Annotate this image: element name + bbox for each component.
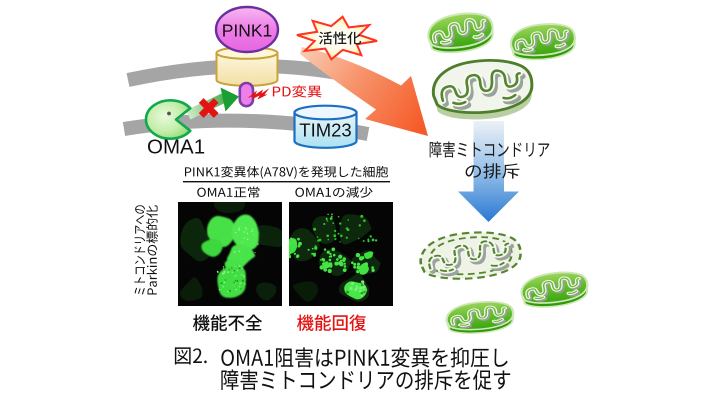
svg-text:PINK1: PINK1 xyxy=(222,21,273,41)
svg-text:TIM23: TIM23 xyxy=(299,120,351,141)
svg-text:OMA1: OMA1 xyxy=(147,136,205,159)
